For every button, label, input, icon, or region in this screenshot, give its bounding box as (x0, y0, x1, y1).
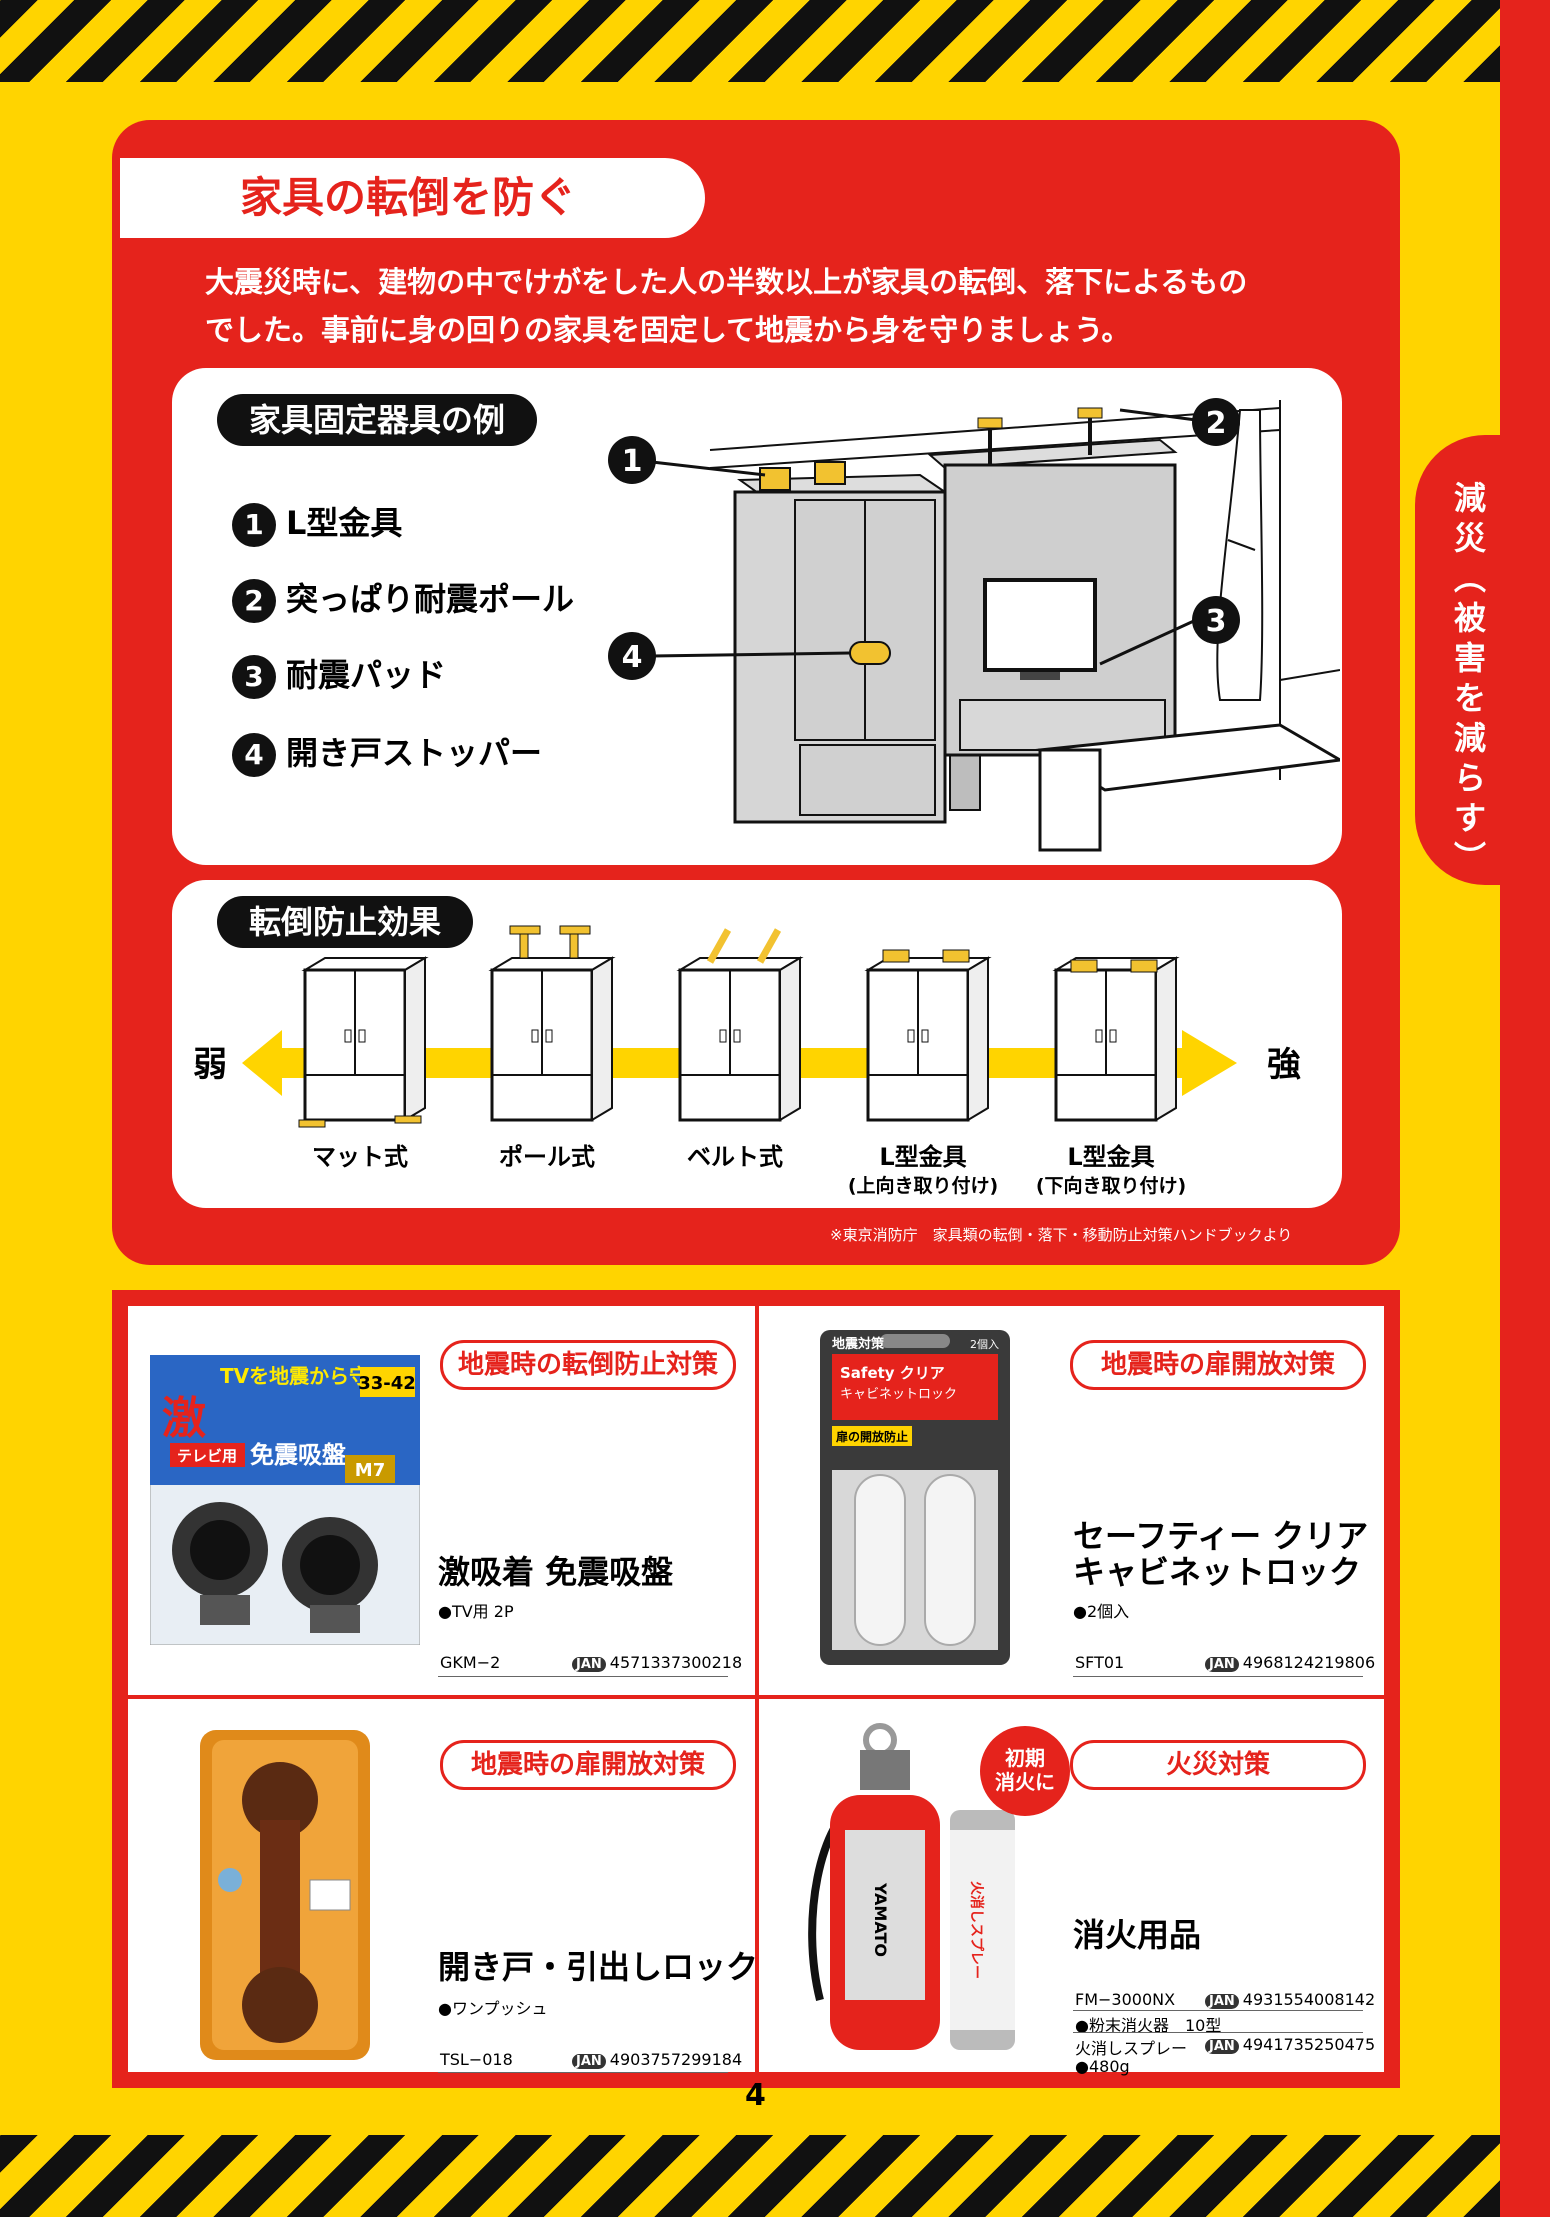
weak-label: 弱 (193, 1045, 227, 1085)
section-intro: 大震災時に、建物の中でけがをした人の半数以上が家具の転倒、落下によるもの でした… (205, 265, 1248, 347)
method-name: L型金具 (1067, 1143, 1154, 1171)
svg-text:M7: M7 (355, 1460, 385, 1481)
method-1: マット式 (298, 956, 429, 1171)
hazard-stripes-bottom (0, 2135, 1500, 2217)
prevention-effect-diagram: 弱 強 マット式 ポール式 ベルト式 L型金具 (上向き取り付け) L型金具 (下向き取り付… (193, 925, 1301, 1197)
product-3-category-tag: 地震時の扉開放対策 (440, 1740, 736, 1790)
method-name: マット式 (312, 1143, 408, 1171)
method-note: (下向き取り付け) (1036, 1174, 1186, 1197)
product-2-category-tag: 地震時の扉開放対策 (1070, 1340, 1366, 1390)
product-2-code: SFT01 (1075, 1653, 1125, 1672)
product-4-item-1-code: FM−3000NX (1075, 1990, 1176, 2009)
svg-text:地震対策: 地震対策 (832, 1336, 885, 1352)
svg-text:2個入: 2個入 (970, 1338, 999, 1351)
prevention-effect-label: 転倒防止効果 (217, 896, 474, 948)
product-2-spec: ●2個入 (1073, 1602, 1130, 1621)
product-2-name-line-1: セーフティー クリア (1073, 1517, 1369, 1555)
source-note: ※東京消防庁 家具類の転倒・落下・移動防止対策ハンドブックより (830, 1226, 1293, 1244)
method-note: (上向き取り付け) (848, 1174, 998, 1197)
page-number: 4 (745, 2078, 766, 2113)
fixture-examples-label: 家具固定器具の例 (217, 394, 538, 446)
number-badge: 3 (232, 655, 276, 699)
red-page-edge (1500, 0, 1550, 2217)
room-furniture-illustration: 1 2 3 4 (608, 398, 1340, 852)
svg-text:YAMATO: YAMATO (871, 1882, 890, 1957)
product-1-name: 激吸着 免震吸盤 (438, 1553, 674, 1591)
section-title: 家具の転倒を防ぐ (120, 158, 705, 238)
side-index-tab (1415, 435, 1550, 885)
svg-text:33-42: 33-42 (358, 1373, 416, 1394)
number-badge: 4 (232, 733, 276, 777)
svg-text:1: 1 (622, 444, 643, 479)
method-name: ポール式 (499, 1143, 595, 1171)
product-3-name: 開き戸・引出しロック (438, 1948, 759, 1986)
tv-screen (983, 578, 1097, 672)
product-4-item-2-spec: ●480g (1075, 2057, 1130, 2076)
product-3-spec: ●ワンプッシュ (438, 1999, 548, 2018)
product-2-name-line-2: キャビネットロック (1073, 1553, 1362, 1591)
product-3-code: TSL−018 (440, 2050, 513, 2069)
method-name: L型金具 (879, 1143, 966, 1171)
svg-text:キャビネットロック: キャビネットロック (840, 1387, 957, 1402)
initial-firefighting-burst: 初期消火に (980, 1726, 1070, 1816)
grid-divider-vertical (755, 1306, 759, 2072)
svg-text:4: 4 (622, 640, 643, 675)
svg-text:テレビ用: テレビ用 (177, 1447, 237, 1465)
svg-text:免震吸盤: 免震吸盤 (250, 1441, 347, 1469)
product-image-cabinet-lock: 地震対策 Safety クリア キャビネットロック 2個入 扉の開放防止 (820, 1330, 1010, 1665)
svg-text:3: 3 (1206, 604, 1227, 639)
method-2: ポール式 (488, 925, 616, 1171)
product-image-suction-cup: TVを地震から守る 33-42 激 テレビ用 免震吸盤 M7 (150, 1355, 420, 1645)
product-1-category-tag: 地震時の転倒防止対策 (440, 1340, 736, 1390)
method-5: L型金具 (下向き取り付け) (1036, 956, 1186, 1197)
door-stopper-device (849, 641, 891, 665)
side-index-label: 減災︵被害を減らす︶ (1453, 479, 1486, 877)
method-4: L型金具 (上向き取り付け) (848, 949, 998, 1197)
strong-label: 強 (1267, 1045, 1301, 1085)
number-badge: 2 (232, 579, 276, 623)
product-image-door-lock (200, 1730, 370, 2060)
product-1-spec: ●TV用 2P (438, 1602, 514, 1621)
product-4-item-1-spec: ●粉末消火器 10型 (1075, 2016, 1222, 2035)
svg-text:火消しスプレー: 火消しスプレー (968, 1881, 985, 1979)
method-3: ベルト式 (676, 928, 804, 1171)
number-badge: 1 (232, 503, 276, 547)
product-1-code: GKM−2 (440, 1653, 501, 1672)
product-4-name: 消火用品 (1073, 1916, 1202, 1954)
product-4-item-2-code: 火消しスプレー (1075, 2039, 1188, 2058)
method-name: ベルト式 (687, 1143, 783, 1171)
svg-text:扉の開放防止: 扉の開放防止 (836, 1429, 908, 1444)
product-image-fire-extinguisher: YAMATO 火消しスプレー (808, 1723, 1015, 2050)
svg-text:Safety クリア: Safety クリア (840, 1364, 945, 1382)
product-4-category-tag: 火災対策 (1070, 1740, 1366, 1790)
hazard-stripes-top (0, 0, 1500, 82)
svg-text:2: 2 (1206, 406, 1227, 441)
svg-text:激: 激 (162, 1393, 206, 1444)
